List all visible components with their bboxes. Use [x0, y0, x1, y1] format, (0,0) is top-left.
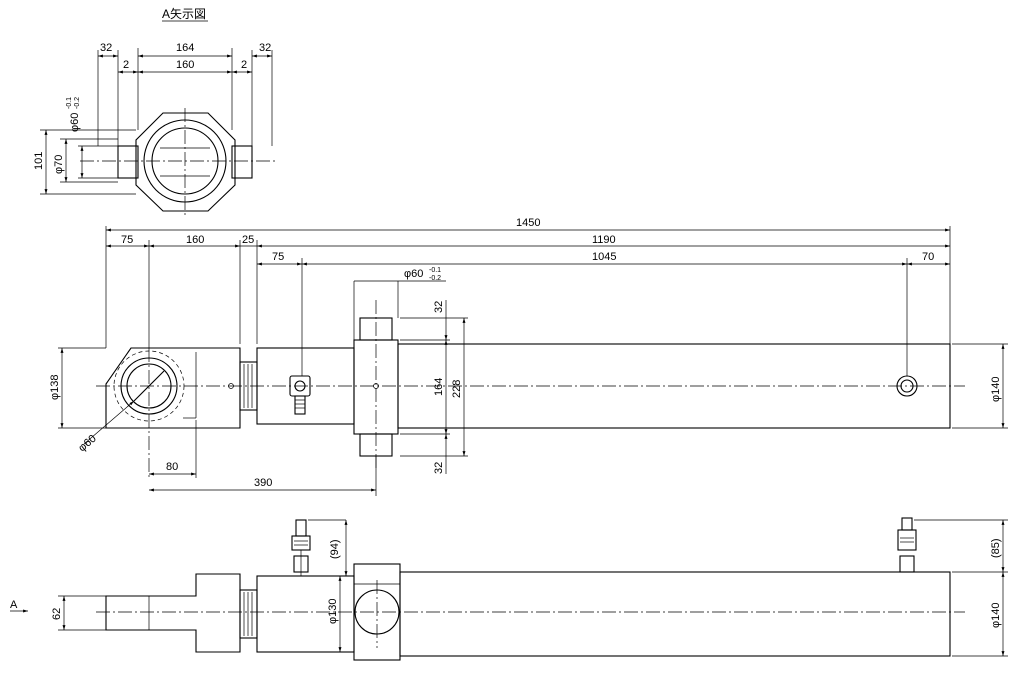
- tol-plus: -0.1: [66, 97, 73, 109]
- dim-160: 160: [176, 59, 194, 71]
- plan-view: 1450 75 160 25 1190 75 1045 70 φ60 -0.1 …: [49, 217, 1008, 496]
- dim-390: 390: [254, 477, 272, 489]
- tol-plus-plan: -0.1: [429, 267, 441, 274]
- dim-101: 101: [33, 152, 45, 170]
- right-pin: [231, 145, 253, 179]
- dim-1190: 1190: [592, 234, 616, 246]
- dim-62: 62: [51, 608, 63, 620]
- dim-228: 228: [451, 380, 463, 398]
- dim-32-top: 32: [433, 301, 445, 313]
- dim-phi60: φ60: [69, 113, 81, 132]
- dim-2-left: 2: [123, 59, 129, 71]
- dim-164-plan: 164: [433, 378, 445, 396]
- view-a: A矢示図 32 164 32 2 160 2: [33, 7, 276, 216]
- side-view: A (94): [10, 517, 1008, 661]
- dim-phi140-side: φ140: [990, 603, 1002, 629]
- tol-minus: -0.2: [74, 97, 81, 109]
- dim-80: 80: [166, 461, 178, 473]
- dim-25: 25: [242, 234, 254, 246]
- main-tube-side: [399, 571, 951, 657]
- dim-32-left: 32: [100, 42, 112, 54]
- cylinder-head-side: [256, 575, 355, 653]
- dim-94: (94): [329, 539, 341, 559]
- view-arrow-a: A: [10, 599, 18, 611]
- housing-outline: [135, 112, 236, 212]
- dim-phi130: φ130: [327, 599, 339, 625]
- dim-phi60-bore: φ60: [76, 433, 99, 455]
- dim-phi60-pin: φ60: [404, 268, 423, 280]
- dim-32-right: 32: [259, 42, 271, 54]
- dim-32-bottom: 32: [433, 462, 445, 474]
- tol-minus-plan: -0.2: [429, 275, 441, 282]
- dim-160: 160: [186, 234, 204, 246]
- dim-164: 164: [176, 42, 194, 54]
- dim-75: 75: [121, 234, 133, 246]
- rod-neck-side: [239, 589, 258, 639]
- view-a-title: A矢示図: [162, 7, 206, 21]
- dim-phi138: φ138: [49, 375, 61, 401]
- dim-1450: 1450: [516, 217, 540, 229]
- left-pin: [117, 145, 139, 179]
- dim-2-right: 2: [241, 59, 247, 71]
- dim-75b: 75: [272, 251, 284, 263]
- clevis-side: [105, 573, 241, 653]
- dim-phi140-plan: φ140: [990, 377, 1002, 403]
- dim-1045: 1045: [592, 251, 616, 263]
- dim-70: 70: [922, 251, 934, 263]
- dim-phi70: φ70: [53, 155, 65, 174]
- rear-fitting: [899, 555, 915, 573]
- dim-85: (85): [990, 538, 1002, 558]
- clevis-body: [105, 347, 241, 429]
